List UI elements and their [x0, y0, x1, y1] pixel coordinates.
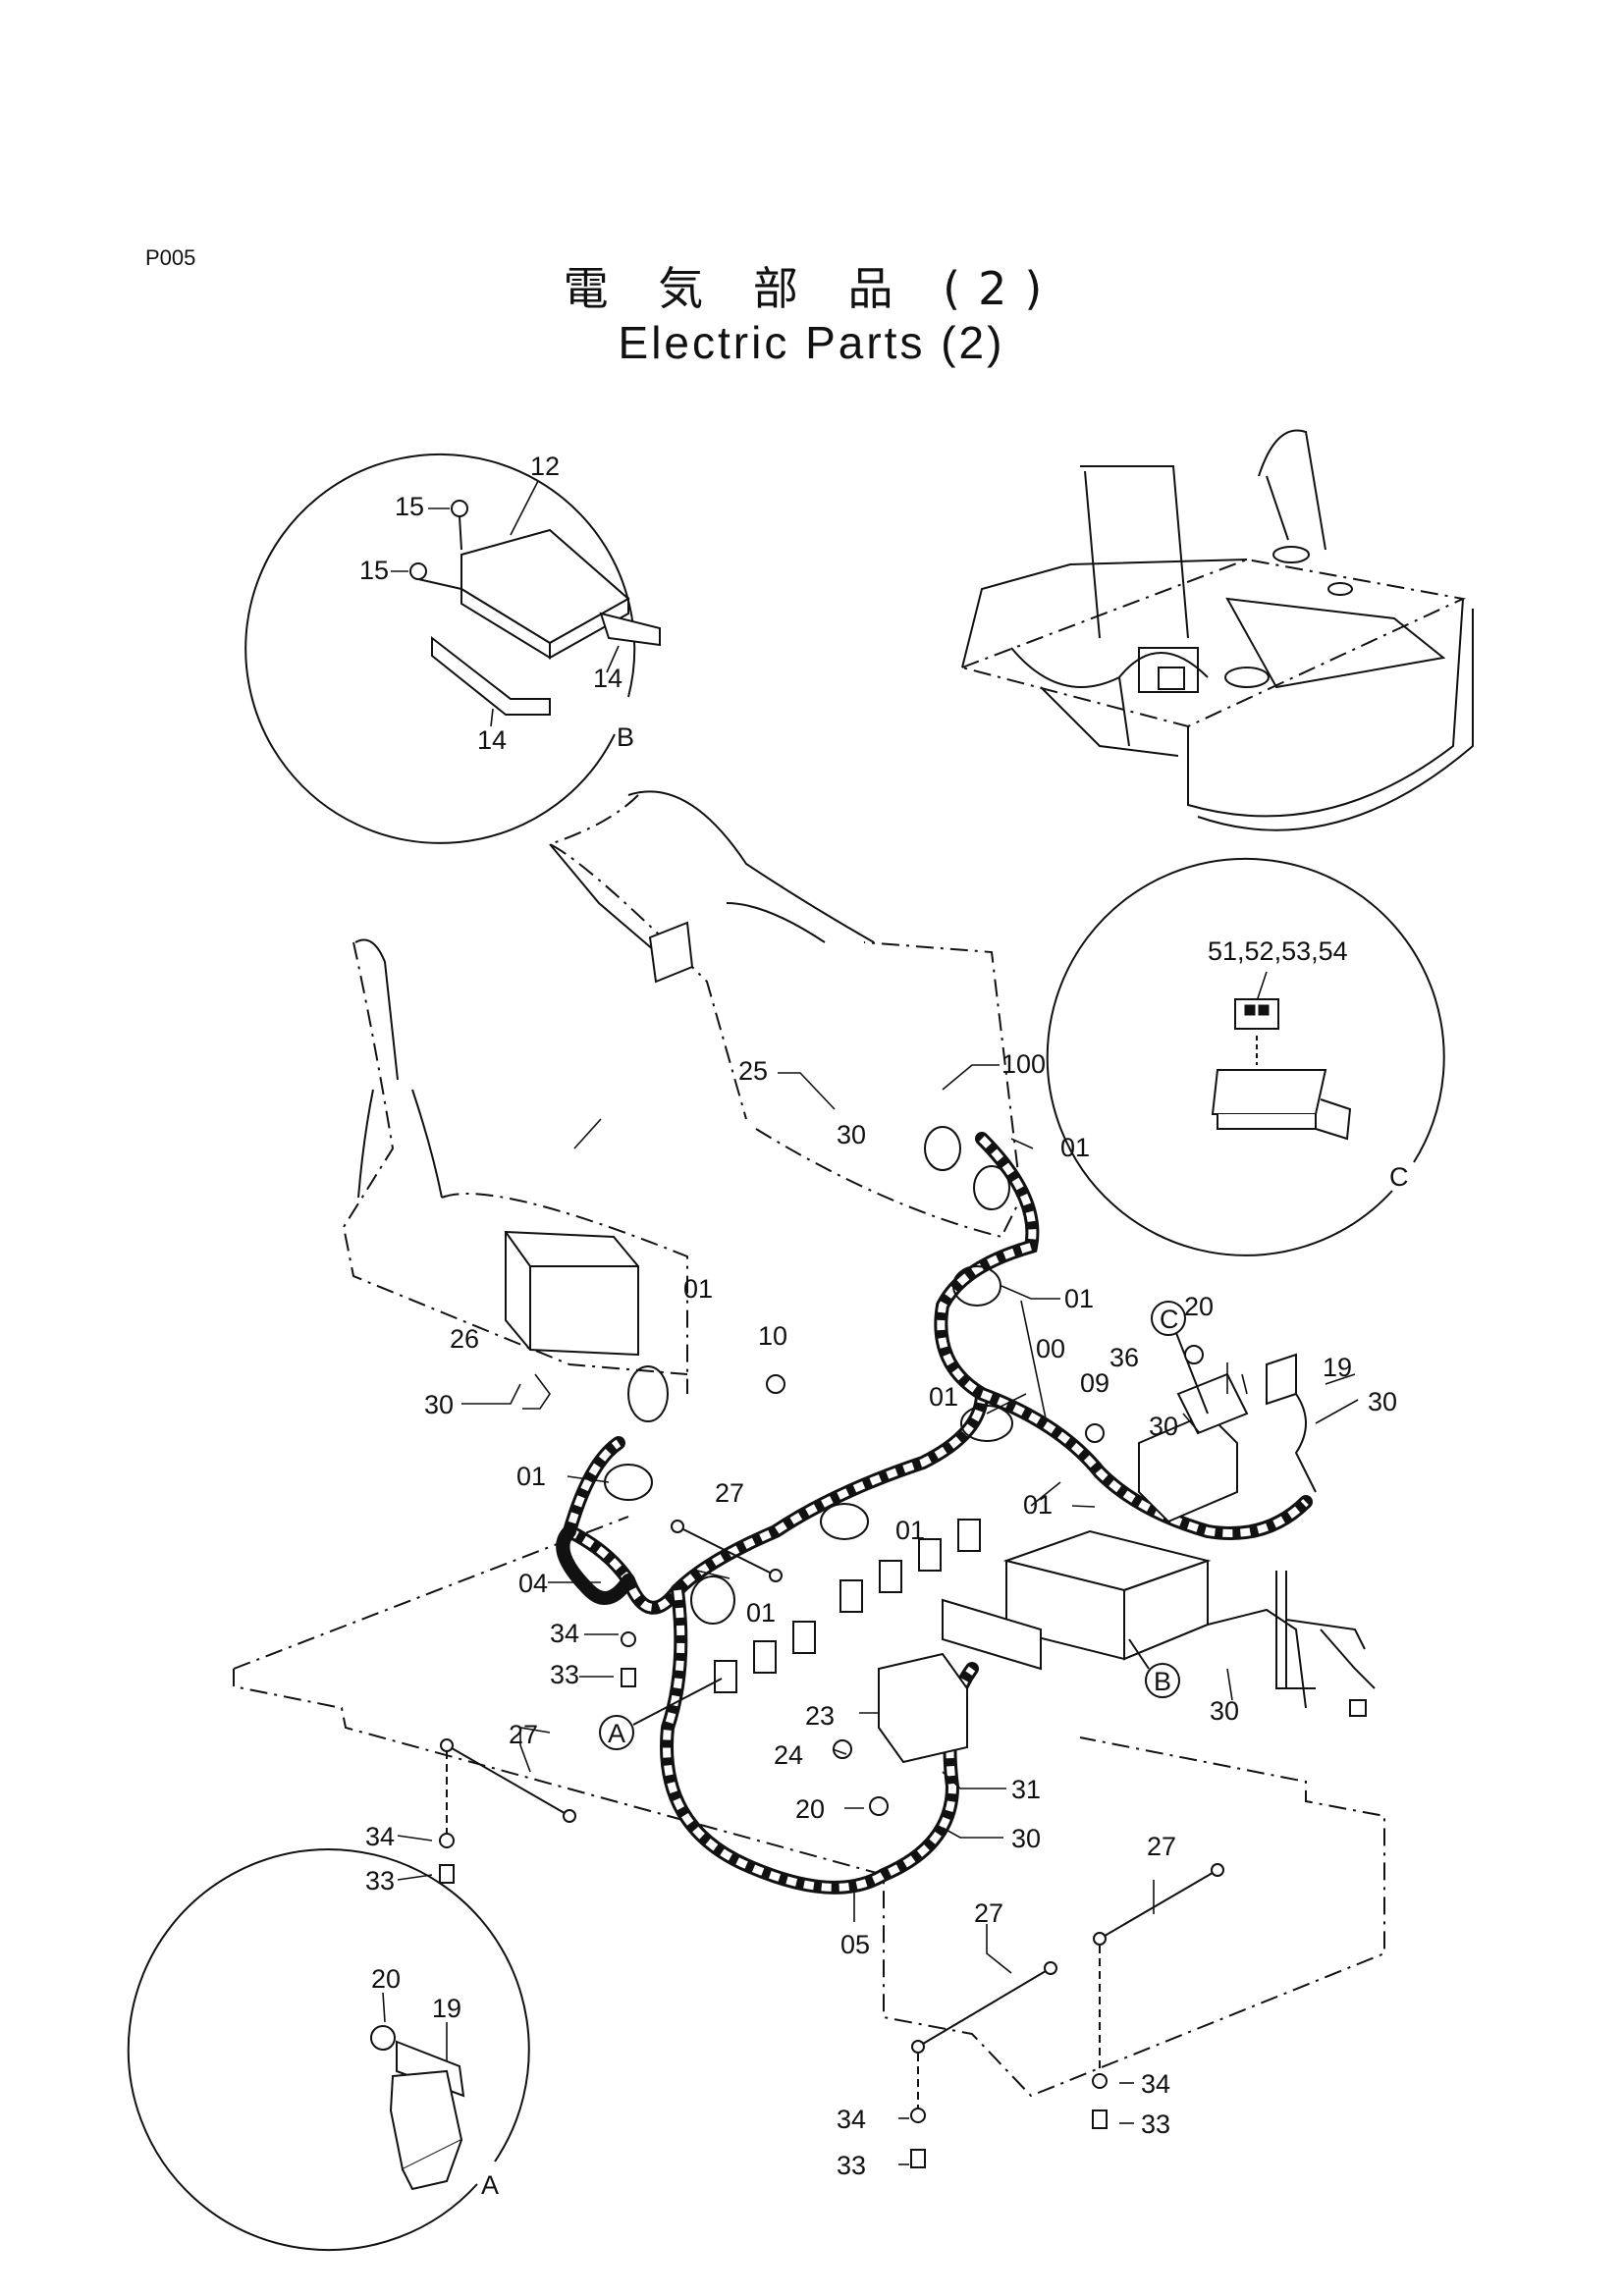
callout-27a: 27: [715, 1478, 744, 1508]
callout-20a: 20: [1184, 1292, 1214, 1321]
detail-c-letter: C: [1389, 1162, 1409, 1192]
callout-23: 23: [805, 1701, 835, 1731]
marker-b: B: [1154, 1667, 1171, 1696]
callout-24: 24: [774, 1740, 803, 1770]
callout-34c: 34: [837, 2105, 866, 2134]
callout-30f: 30: [1210, 1696, 1239, 1726]
left-console: [342, 938, 688, 1394]
callout-01g: 01: [895, 1516, 925, 1545]
detail-c: C 51,52,53,54: [1046, 857, 1445, 1256]
machine-overview: [958, 429, 1474, 831]
title-english: Electric Parts (2): [618, 317, 1005, 368]
callout-04: 04: [518, 1569, 548, 1598]
callout-20b: 20: [795, 1794, 825, 1824]
callout-01c: 01: [683, 1274, 713, 1304]
detail-b-letter: B: [617, 722, 634, 752]
label-a-20: 20: [371, 1964, 401, 1994]
label-fuses: 51,52,53,54: [1208, 936, 1348, 966]
clamps: [604, 1126, 1013, 1625]
callout-100: 100: [1001, 1049, 1046, 1079]
tie-straps: [439, 1520, 1224, 2168]
markers: C B A: [599, 1301, 1209, 1750]
callout-25: 25: [738, 1056, 768, 1086]
title-japanese: 電 気 部 品 (2): [563, 262, 1060, 315]
callout-05: 05: [840, 1930, 870, 1959]
callout-36: 36: [1109, 1343, 1139, 1372]
callout-30e: 30: [1011, 1824, 1041, 1853]
label-12: 12: [530, 452, 560, 481]
right-console: [547, 790, 1023, 1239]
callout-30a: 30: [837, 1120, 866, 1149]
label-14b: 14: [477, 725, 507, 755]
callout-27d: 27: [1147, 1832, 1176, 1861]
callout-31: 31: [1011, 1775, 1041, 1804]
callout-30d: 30: [1149, 1412, 1178, 1441]
callout-labels: 25 100 30 01 01 01 26 30 01 10 00 09 36 …: [365, 1049, 1397, 2180]
callout-34a: 34: [550, 1619, 579, 1648]
relays: [714, 1519, 1042, 1764]
controller-box: [1002, 1529, 1316, 1709]
bolts: [766, 1345, 1204, 1816]
fuse-box: [1138, 1353, 1376, 1717]
detail-b: B 12 15 15 14 14: [244, 452, 661, 844]
callout-27c: 27: [974, 1898, 1003, 1928]
callout-10: 10: [758, 1321, 787, 1351]
callout-26: 26: [450, 1324, 479, 1354]
label-14a: 14: [593, 664, 622, 693]
leader-lines: [397, 1064, 1359, 2165]
callout-27b: 27: [509, 1720, 538, 1749]
callout-01b: 01: [1064, 1284, 1094, 1313]
callout-19: 19: [1323, 1353, 1352, 1382]
label-15a: 15: [395, 492, 424, 521]
callout-34d: 34: [1141, 2069, 1170, 2099]
marker-c: C: [1160, 1305, 1179, 1334]
callout-01h: 01: [746, 1598, 776, 1628]
callout-33c: 33: [837, 2151, 866, 2180]
callout-30b: 30: [424, 1390, 454, 1419]
callout-01a: 01: [1060, 1133, 1090, 1162]
callout-01d: 01: [516, 1462, 546, 1491]
callout-09: 09: [1080, 1368, 1109, 1398]
detail-a-letter: A: [481, 2170, 499, 2200]
page-id: P005: [145, 245, 196, 270]
detail-a: A 20 19: [127, 1848, 530, 2252]
label-15b: 15: [359, 556, 389, 585]
callout-30c: 30: [1368, 1387, 1397, 1416]
callout-33a: 33: [550, 1660, 579, 1689]
label-a-19: 19: [432, 1994, 461, 2023]
callout-01f: 01: [1023, 1490, 1053, 1520]
marker-a: A: [608, 1719, 625, 1748]
callout-33b: 33: [365, 1866, 395, 1896]
callout-34b: 34: [365, 1822, 395, 1851]
callout-00: 00: [1036, 1334, 1065, 1363]
callout-33d: 33: [1141, 2109, 1170, 2139]
callout-01e: 01: [929, 1382, 958, 1412]
